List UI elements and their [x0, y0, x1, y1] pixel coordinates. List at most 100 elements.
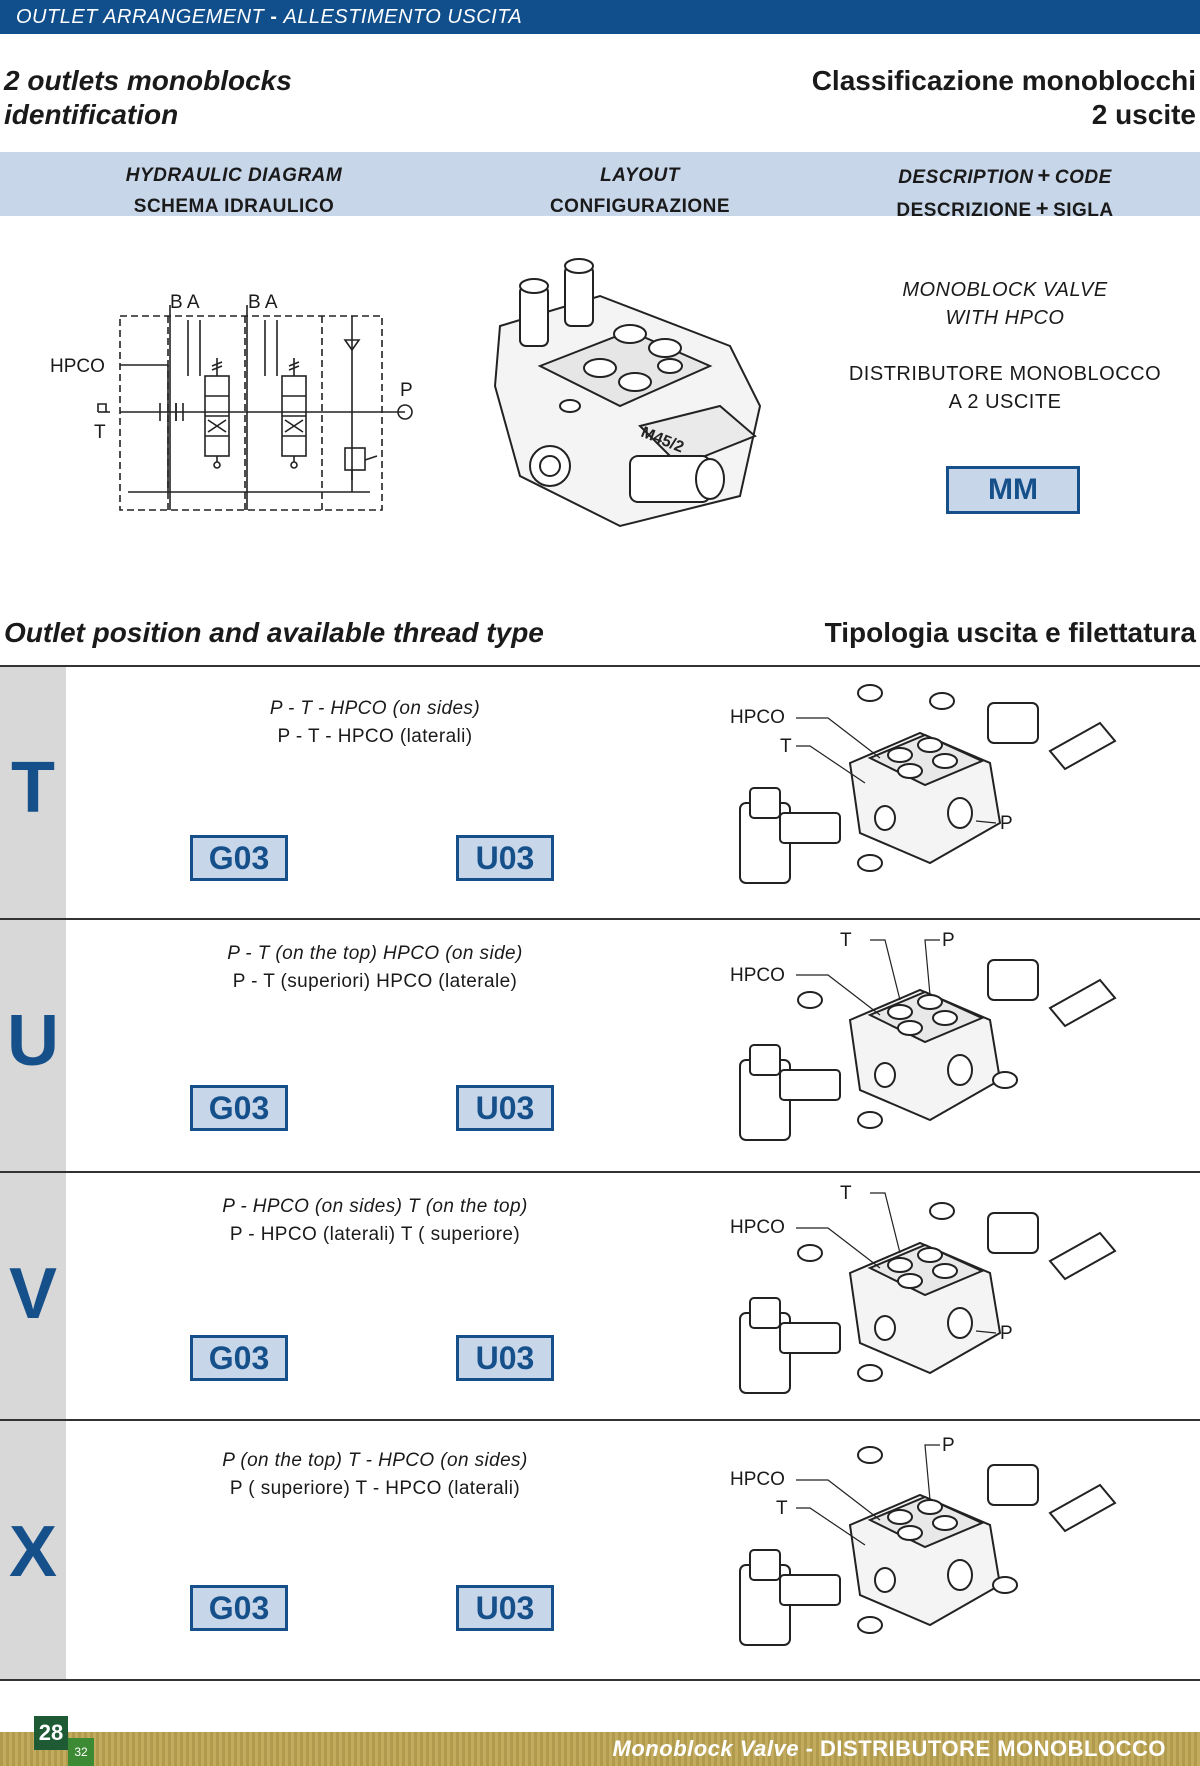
- description-it-line1: DISTRIBUTORE MONOBLOCCO: [848, 363, 1162, 385]
- section-title-en: Outlet position and available thread typ…: [4, 617, 544, 648]
- column-hydraulic-en: HYDRAULIC DIAGRAM: [125, 165, 343, 186]
- column-desc-en-b: CODE: [1054, 167, 1112, 188]
- outlet-valve-drawing: HPCO T P: [730, 684, 1117, 884]
- thread-code-u03: U03: [456, 1335, 554, 1381]
- row-letter-column: [0, 1173, 66, 1421]
- label-hpco: HPCO: [730, 707, 785, 728]
- row-letter-column: [0, 667, 66, 920]
- description-it-line2: A 2 USCITE: [948, 391, 1062, 413]
- label-t: T: [776, 1498, 788, 1519]
- column-layout-it: CONFIGURAZIONE: [549, 196, 731, 217]
- column-header-band: HYDRAULIC DIAGRAM SCHEMA IDRAULICO LAYOU…: [0, 152, 1200, 221]
- thread-code-g03: G03: [190, 1085, 288, 1131]
- label-hpco: HPCO: [730, 1469, 785, 1490]
- page-number: 28: [34, 1716, 68, 1750]
- plus-sign: +: [1037, 163, 1051, 188]
- page-title-en-line1: 2 outlets monoblocks: [4, 65, 292, 96]
- page-title-it: Classificazione monoblocchi 2 uscite: [696, 64, 1196, 132]
- column-desc-it-a: DESCRIZIONE: [896, 200, 1032, 221]
- outlet-valve-drawing: HPCO T P: [730, 1183, 1117, 1394]
- row-description-en: P - T - HPCO (on sides): [269, 698, 481, 719]
- row-divider: [0, 665, 1200, 667]
- hydraulic-diagram: HPCO T P B A B A: [50, 292, 413, 511]
- outlet-row-u: U P - T (on the top) HPCO (on side) P - …: [0, 920, 1200, 1171]
- thread-code-u03: U03: [456, 1585, 554, 1631]
- row-divider: [0, 1679, 1200, 1681]
- diagram-outline: [119, 315, 383, 511]
- column-description-en: DESCRIPTION+CODE: [860, 160, 1150, 193]
- row-letter-column: [0, 920, 66, 1171]
- column-desc-it-b: SIGLA: [1053, 200, 1114, 221]
- label-t: T: [840, 930, 852, 951]
- row-description-it: P - T - HPCO (laterali): [277, 726, 473, 747]
- column-header-description: DESCRIPTION+CODE DESCRIZIONE+SIGLA: [860, 160, 1150, 226]
- thread-code-u03: U03: [456, 835, 554, 881]
- description-en-line1: MONOBLOCK VALVE: [902, 279, 1108, 301]
- diagram-label-p: P: [400, 380, 413, 401]
- row-description-en: P - HPCO (on sides) T (on the top): [222, 1196, 528, 1217]
- row-divider: [0, 1171, 1200, 1173]
- row-divider: [0, 918, 1200, 920]
- label-t: T: [840, 1183, 852, 1204]
- footer-separator: -: [805, 1736, 814, 1761]
- description-en-line2: WITH HPCO: [945, 307, 1065, 329]
- page-number-small: 32: [68, 1738, 94, 1766]
- plus-sign: +: [1035, 196, 1050, 221]
- outlet-row-v: V P - HPCO (on sides) T (on the top) P -…: [0, 1173, 1200, 1421]
- thread-code-g03: G03: [190, 835, 288, 881]
- row-description: P - T (on the top) HPCO (on side) P - T …: [150, 940, 600, 996]
- row-letter: X: [8, 1512, 58, 1592]
- thread-code-g03: G03: [190, 1585, 288, 1631]
- layout-valve-drawing: M45/2: [493, 258, 762, 528]
- label-p: P: [1000, 1323, 1013, 1344]
- thread-code-u03: U03: [456, 1085, 554, 1131]
- row-description-it: P - T (superiori) HPCO (laterale): [232, 971, 518, 992]
- label-t: T: [780, 736, 792, 757]
- header-separator: -: [270, 6, 278, 28]
- row-description-it: P - HPCO (laterali) T ( superiore): [229, 1224, 521, 1245]
- outlet-row-t: T P - T - HPCO (on sides) P - T - HPCO (…: [0, 667, 1200, 920]
- diagram-label-ba-1: B A: [170, 292, 200, 313]
- diagram-label-ba-2: B A: [248, 292, 278, 313]
- footer-title-en: Monoblock Valve: [612, 1736, 799, 1761]
- row-description-en: P - T (on the top) HPCO (on side): [227, 943, 523, 964]
- code-badge-mm: MM: [946, 466, 1080, 514]
- row-letter: V: [8, 1254, 58, 1334]
- page-title-it-line1: Classificazione monoblocchi: [811, 65, 1196, 96]
- header-title: OUTLET ARRANGEMENT-ALLESTIMENTO USCITA: [16, 6, 522, 29]
- page-title-en: 2 outlets monoblocks identification: [4, 64, 504, 132]
- outlet-row-x: X P (on the top) T - HPCO (on sides) P (…: [0, 1421, 1200, 1679]
- column-layout-en: LAYOUT: [600, 165, 680, 186]
- diagram-label-hpco: HPCO: [50, 356, 105, 377]
- footer-title-it: DISTRIBUTORE MONOBLOCCO: [820, 1736, 1166, 1761]
- column-header-layout: LAYOUT CONFIGURAZIONE: [500, 160, 780, 222]
- header-title-it: ALLESTIMENTO USCITA: [283, 6, 523, 28]
- description-block: MONOBLOCK VALVE WITH HPCO DISTRIBUTORE M…: [830, 276, 1180, 416]
- label-p: P: [1000, 813, 1013, 834]
- row-letter-column: [0, 1421, 66, 1679]
- row-description: P (on the top) T - HPCO (on sides) P ( s…: [150, 1447, 600, 1503]
- row-description-it: P ( superiore) T - HPCO (laterali): [229, 1478, 521, 1499]
- label-p: P: [942, 930, 955, 951]
- page-title-it-line2: 2 uscite: [1091, 99, 1196, 130]
- outlet-valve-drawing: HPCO T P: [730, 1435, 1117, 1646]
- header-title-en: OUTLET ARRANGEMENT: [16, 6, 265, 28]
- row-description-en: P (on the top) T - HPCO (on sides): [222, 1450, 528, 1471]
- row-divider: [0, 1419, 1200, 1421]
- section-title-it: Tipologia uscita e filettatura: [824, 617, 1196, 648]
- label-hpco: HPCO: [730, 1217, 785, 1238]
- top-header-bar: OUTLET ARRANGEMENT-ALLESTIMENTO USCITA: [0, 0, 1200, 34]
- label-hpco: HPCO: [730, 965, 785, 986]
- outlet-valve-drawing: HPCO T P: [730, 930, 1117, 1141]
- label-p: P: [942, 1435, 955, 1456]
- diagram-label-t: T: [94, 422, 106, 443]
- row-letter: U: [7, 1001, 59, 1081]
- footer-title: Monoblock Valve - DISTRIBUTORE MONOBLOCC…: [613, 1736, 1166, 1762]
- column-desc-en-a: DESCRIPTION: [898, 167, 1034, 188]
- row-letter: T: [11, 748, 55, 828]
- thread-code-g03: G03: [190, 1335, 288, 1381]
- column-hydraulic-it: SCHEMA IDRAULICO: [133, 196, 335, 217]
- footer-bar: Monoblock Valve - DISTRIBUTORE MONOBLOCC…: [0, 1732, 1200, 1766]
- row-description: P - HPCO (on sides) T (on the top) P - H…: [150, 1193, 600, 1249]
- page-title-en-line2: identification: [4, 99, 179, 130]
